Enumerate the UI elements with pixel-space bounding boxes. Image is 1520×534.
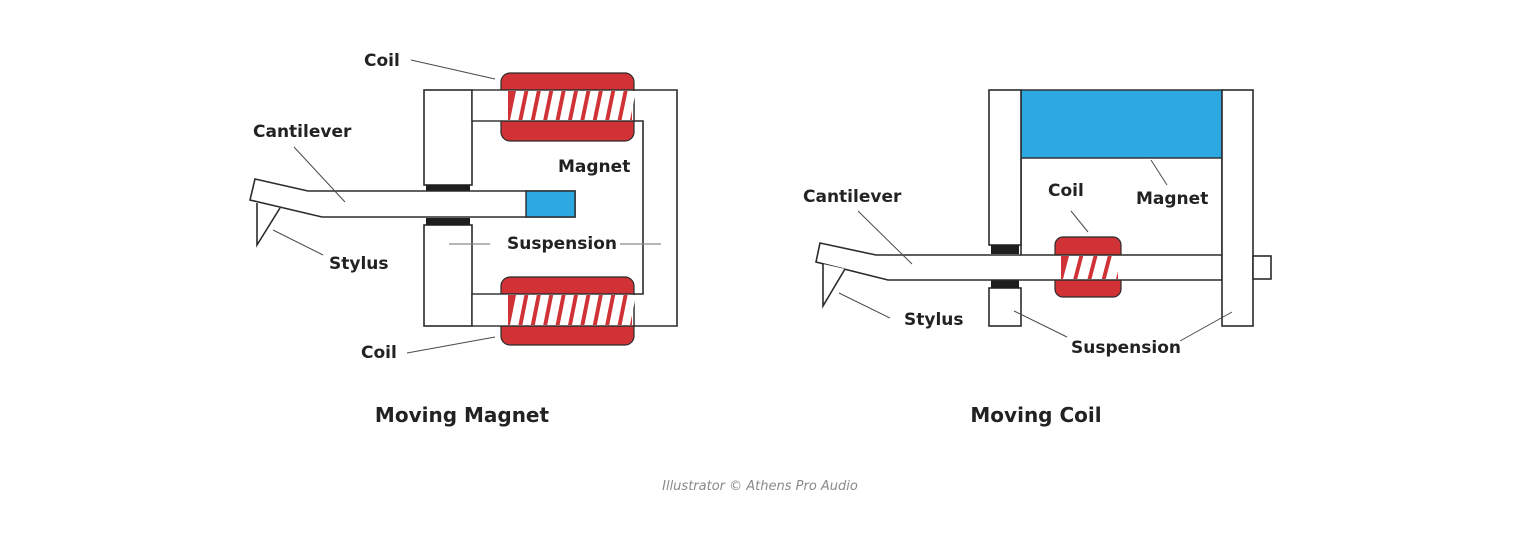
label-magnet: Magnet — [1136, 189, 1208, 209]
moving-coil-diagram: Cantilever Coil Magnet Stylus Suspension… — [803, 89, 1272, 427]
coil-winding — [572, 91, 587, 120]
coil-winding — [534, 295, 550, 325]
moving-magnet — [525, 190, 576, 218]
cantilever-end — [1252, 255, 1272, 280]
coil-winding — [596, 91, 612, 120]
coil-winding — [1105, 256, 1122, 279]
coil-winding — [609, 295, 624, 325]
right-post — [1221, 89, 1254, 327]
label-suspension: Suspension — [1071, 338, 1181, 358]
suspension-pad-top — [426, 185, 470, 192]
coil-winding — [584, 295, 599, 325]
suspension-pad-top — [991, 245, 1019, 254]
moving-coil-title: Moving Coil — [970, 403, 1101, 427]
label-magnet: Magnet — [558, 157, 630, 177]
suspension-pad-bottom — [426, 218, 470, 225]
label-cantilever: Cantilever — [253, 122, 352, 142]
coil-winding — [559, 91, 574, 120]
coil-winding — [596, 295, 612, 325]
stylus — [256, 203, 281, 248]
coil-winding — [559, 295, 574, 325]
coil-winding — [621, 91, 636, 120]
coil-windings — [1061, 256, 1122, 279]
coil-winding — [522, 295, 537, 325]
label-stylus: Stylus — [904, 310, 964, 330]
label-stylus: Stylus — [329, 254, 389, 274]
coil-winding — [1091, 256, 1108, 279]
coil-winding — [510, 91, 525, 120]
coil-winding — [1063, 256, 1080, 279]
lower-frame-block — [423, 224, 473, 327]
coil-winding — [609, 91, 624, 120]
coil-winding — [1077, 256, 1094, 279]
label-coil-bottom: Coil — [361, 343, 397, 363]
fixed-magnet — [1020, 89, 1223, 159]
coil-winding — [534, 91, 550, 120]
coil-winding — [584, 91, 599, 120]
coil-winding — [621, 295, 636, 325]
inner-pole-piece — [630, 120, 644, 295]
coil-winding — [547, 295, 562, 325]
coil-winding — [522, 91, 537, 120]
label-suspension: Suspension — [507, 234, 617, 254]
outer-pole-piece — [630, 89, 678, 327]
label-cantilever: Cantilever — [803, 187, 902, 207]
stylus — [822, 264, 846, 309]
label-coil: Coil — [1048, 181, 1084, 201]
left-upper-post — [988, 89, 1022, 246]
top-coil — [471, 72, 636, 142]
upper-frame-block — [423, 89, 473, 186]
left-lower-post — [988, 287, 1022, 327]
credit-text: Illustrator © Athens Pro Audio — [662, 479, 858, 494]
coil-winding — [510, 295, 525, 325]
coil-winding — [547, 91, 562, 120]
coil-winding — [572, 295, 587, 325]
label-coil-top: Coil — [364, 51, 400, 71]
suspension-pad-bottom — [991, 280, 1019, 288]
bottom-coil — [471, 276, 636, 346]
moving-magnet-diagram: Coil Cantilever Magnet Suspension Stylus… — [249, 51, 678, 427]
moving-magnet-title: Moving Magnet — [375, 403, 550, 427]
